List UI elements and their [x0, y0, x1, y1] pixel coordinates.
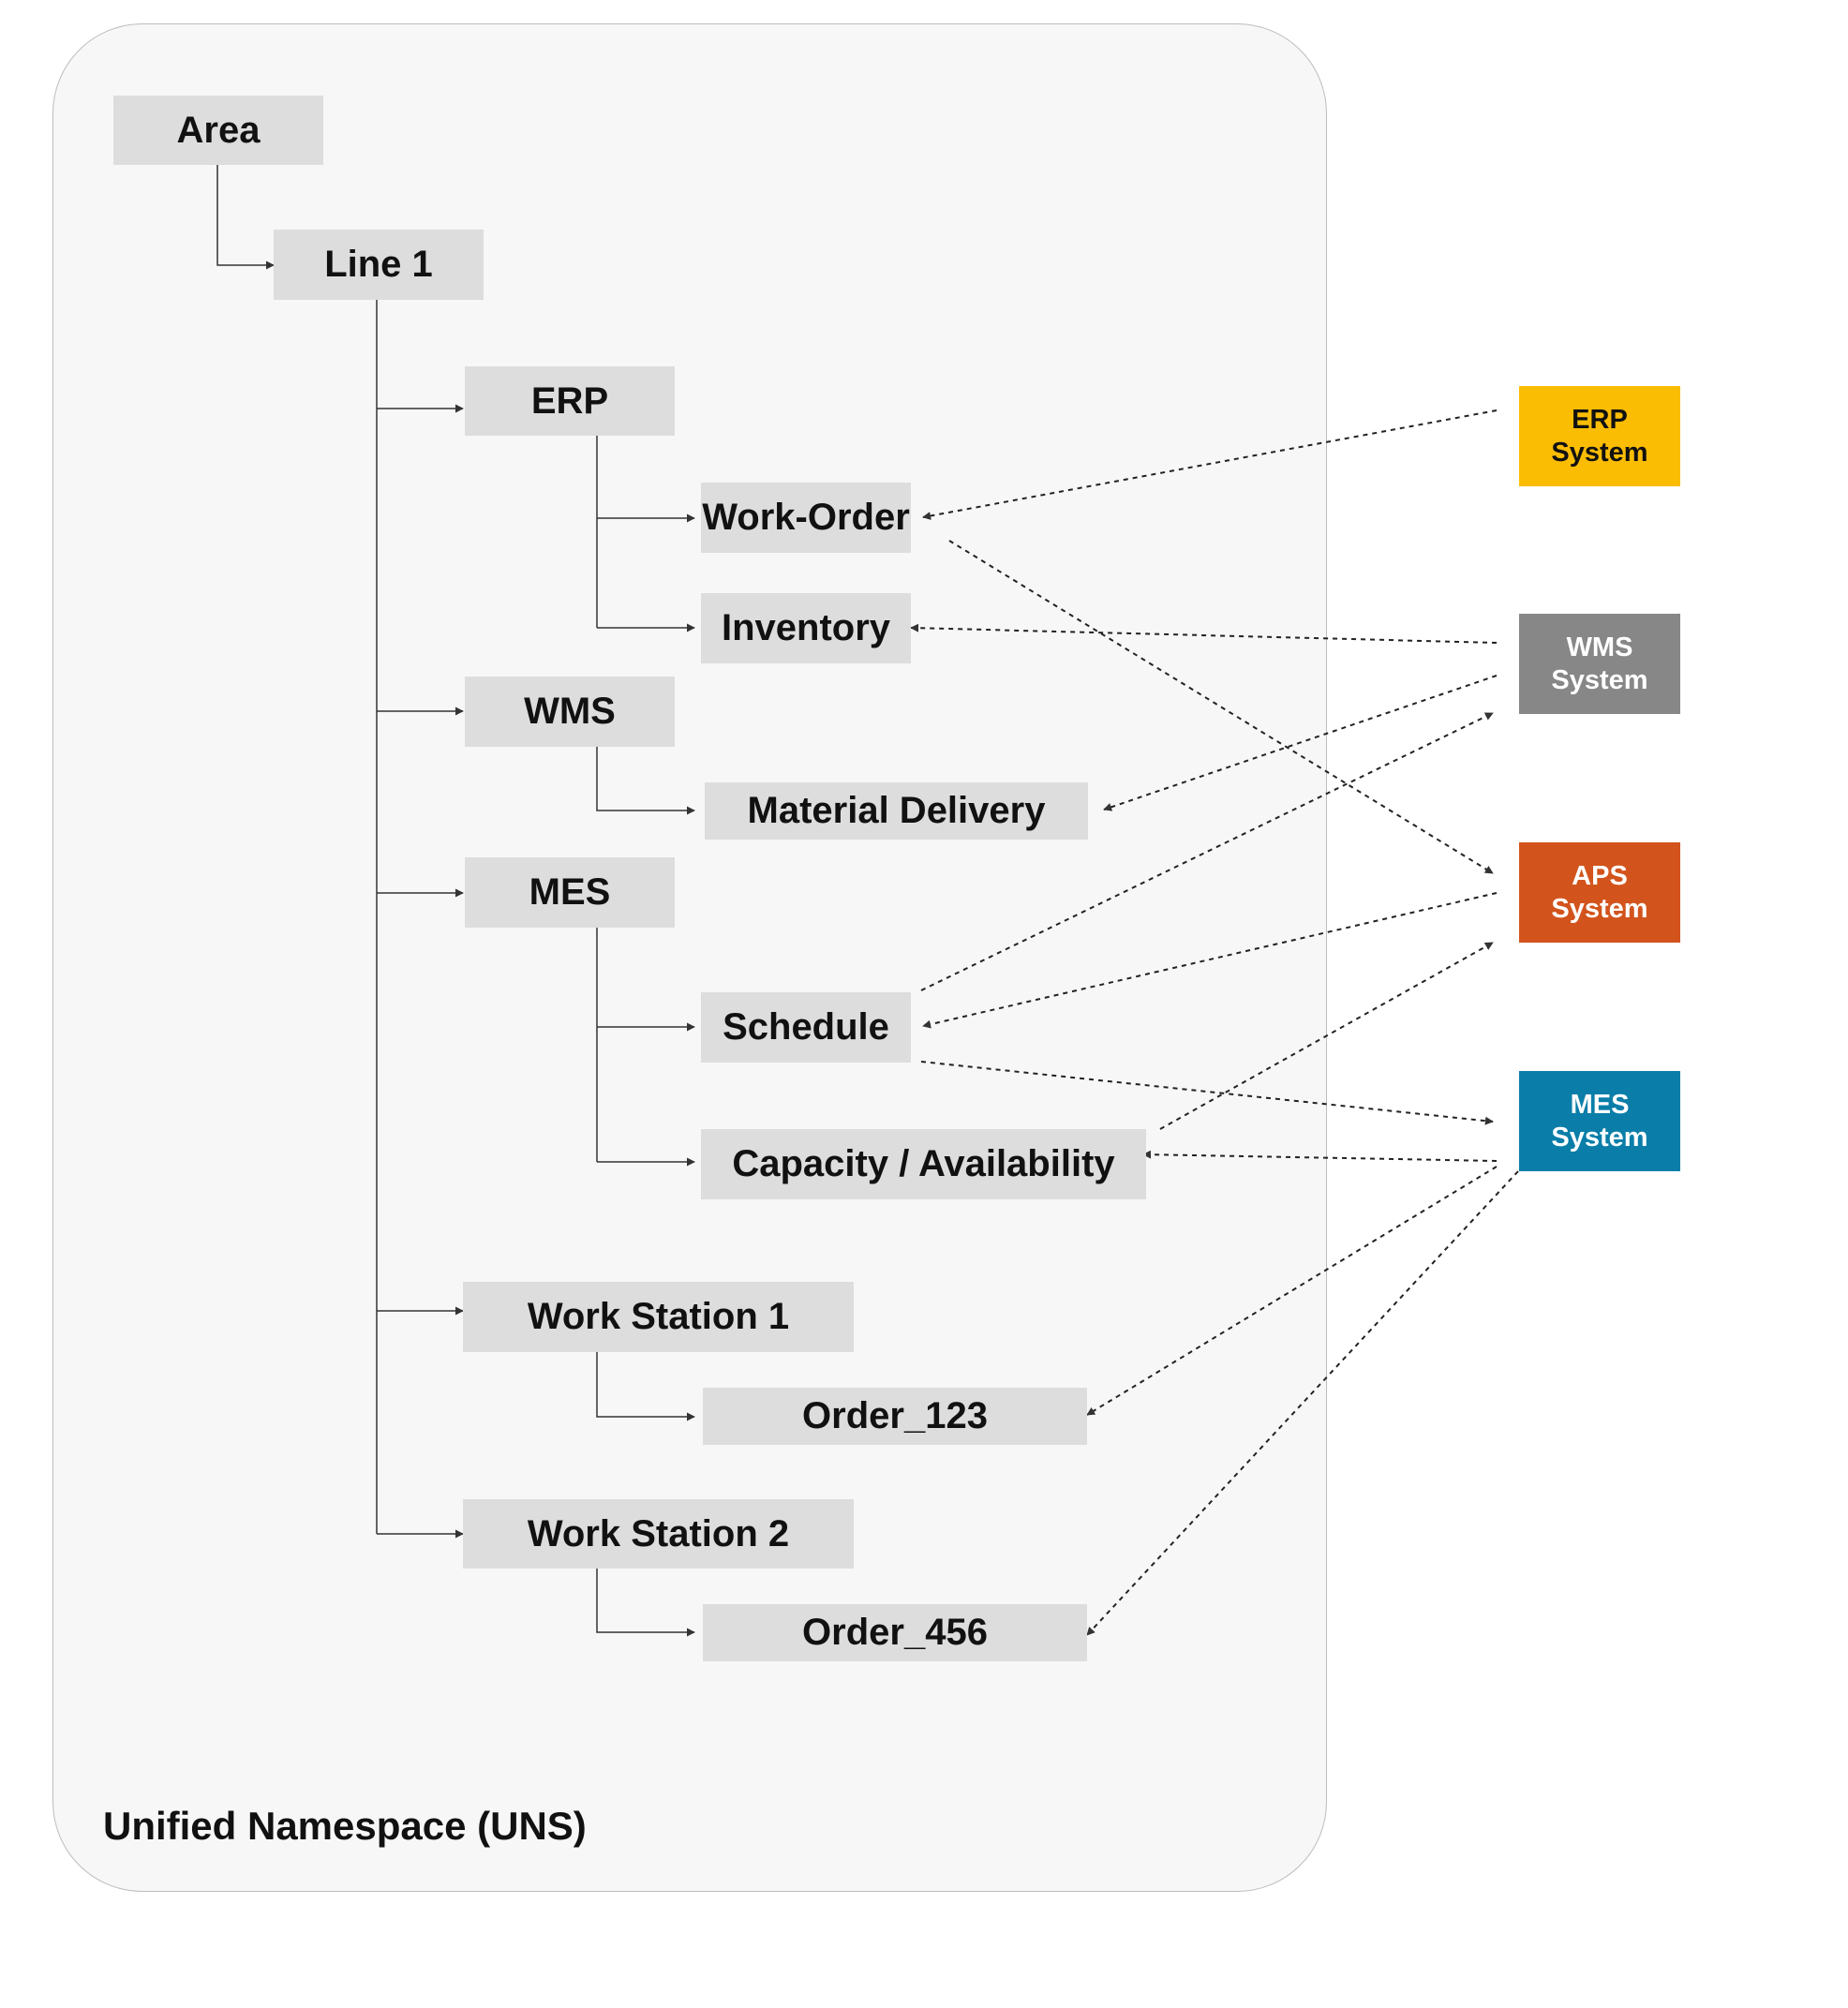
aps-system[interactable]: APS System: [1519, 842, 1680, 943]
wms-system-line2: System: [1551, 664, 1648, 695]
link-work-order-to-aps-system: [948, 540, 1494, 874]
node-erp[interactable]: ERP: [465, 366, 675, 436]
node-material-delivery[interactable]: Material Delivery: [705, 782, 1088, 840]
node-schedule[interactable]: Schedule: [701, 992, 911, 1063]
connector-ws2-order456: [596, 1569, 695, 1637]
link-mes-system-to-order-456: [1086, 1170, 1519, 1636]
link-aps-system-to-schedule: [922, 892, 1498, 1029]
node-order-456[interactable]: Order_456: [703, 1604, 1087, 1661]
node-work-order[interactable]: Work-Order: [701, 483, 911, 553]
node-order-123[interactable]: Order_123: [703, 1388, 1087, 1445]
aps-system-line2: System: [1551, 893, 1648, 924]
link-mes-system-to-capacity: [1142, 1150, 1498, 1162]
link-schedule-to-wms-system: [920, 712, 1494, 991]
node-area[interactable]: Area: [113, 96, 323, 165]
link-mes-system-to-order-123: [1086, 1166, 1498, 1416]
erp-system-line1: ERP: [1572, 404, 1628, 435]
node-line-1[interactable]: Line 1: [274, 230, 484, 300]
connector-ws1-order123: [596, 1352, 695, 1421]
wms-system-line1: WMS: [1566, 632, 1633, 662]
mes-system-line2: System: [1551, 1122, 1648, 1153]
uns-container: [52, 23, 1327, 1892]
mes-system[interactable]: MES System: [1519, 1071, 1680, 1171]
erp-system[interactable]: ERP System: [1519, 386, 1680, 486]
link-capacity-to-aps-system: [1159, 942, 1494, 1130]
node-work-station-2[interactable]: Work Station 2: [463, 1499, 854, 1569]
node-work-station-1[interactable]: Work Station 1: [463, 1282, 854, 1352]
node-wms[interactable]: WMS: [465, 677, 675, 747]
wms-system[interactable]: WMS System: [1519, 614, 1680, 714]
link-wms-system-to-material-delivery: [1103, 675, 1498, 811]
link-schedule-to-mes-system: [920, 1061, 1494, 1125]
erp-system-line2: System: [1551, 437, 1648, 468]
node-capacity-availability[interactable]: Capacity / Availability: [701, 1129, 1146, 1199]
link-wms-system-to-inventory: [910, 623, 1498, 644]
connector-wms-material: [596, 747, 695, 815]
link-erp-system-to-work-order: [922, 409, 1498, 520]
node-mes[interactable]: MES: [465, 857, 675, 928]
tree-connectors: [216, 165, 695, 1637]
uns-title: Unified Namespace (UNS): [103, 1804, 587, 1848]
system-links: [910, 409, 1519, 1636]
connector-area-line1: [216, 165, 275, 270]
mes-system-line1: MES: [1570, 1089, 1630, 1120]
node-inventory[interactable]: Inventory: [701, 593, 911, 663]
aps-system-line1: APS: [1572, 860, 1628, 891]
